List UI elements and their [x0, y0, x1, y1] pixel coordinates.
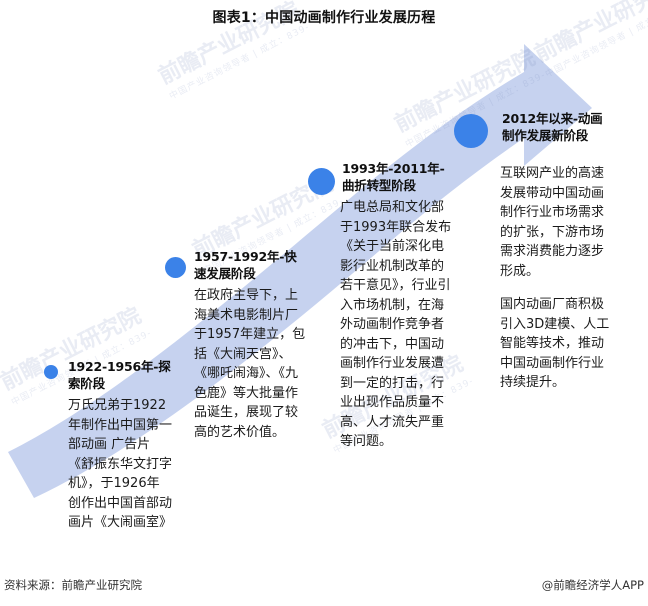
stage-paragraph: 国内动画厂商积极引入3D建模、人工智能等技术，推动中国动画制作行业持续提升。	[500, 297, 610, 390]
stage-body-4: 互联网产业的高速发展带动中国动画制作行业市场需求的扩张，下游市场需求消费能力逐步…	[500, 164, 612, 393]
stage-heading-3: 1993年-2011年-曲折转型阶段	[342, 161, 445, 193]
stage-body-1: 万氏兄弟于1922年制作出中国第一部动画 广告片《舒振东华文打字机》，于1926…	[68, 396, 172, 533]
stage-heading-1: 1922-1956年-探索阶段	[68, 359, 171, 391]
timeline-marker-dot-2	[165, 257, 186, 278]
stage-heading-4: 2012年以来-动画制作发展新阶段	[502, 111, 603, 143]
stage-body-2: 在政府主导下，上海美术电影制片厂于1957年建立，包括《大闹天宫》、《哪吒闹海》…	[194, 286, 306, 442]
timeline-marker-dot-4	[454, 114, 488, 148]
source-label: 资料来源：前瞻产业研究院	[4, 578, 142, 592]
stage-paragraph: 万氏兄弟于1922年制作出中国第一部动画 广告片《舒振东华文打字机》，于1926…	[68, 398, 173, 530]
watermark-tagline: 中国产业咨询领导者 | 成立：839-	[167, 22, 312, 103]
timeline-marker-dot-3	[308, 168, 335, 195]
chart-title: 图表1：中国动画制作行业发展历程	[212, 10, 436, 26]
stage-paragraph: 互联网产业的高速发展带动中国动画制作行业市场需求的扩张，下游市场需求消费能力逐步…	[500, 166, 605, 279]
stage-body-3: 广电总局和文化部于1993年联合发布《关于当前深化电影行业机制改革的若干意见》，…	[340, 198, 454, 452]
timeline-marker-dot-1	[44, 365, 58, 379]
stage-paragraph: 在政府主导下，上海美术电影制片厂于1957年建立，包括《大闹天宫》、《哪吒闹海》…	[194, 288, 306, 440]
stage-heading-2: 1957-1992年-快速发展阶段	[194, 249, 297, 281]
stage-paragraph: 广电总局和文化部于1993年联合发布《关于当前深化电影行业机制改革的若干意见》，…	[340, 200, 452, 449]
attribution-label: @前瞻经济学人APP	[541, 578, 644, 592]
